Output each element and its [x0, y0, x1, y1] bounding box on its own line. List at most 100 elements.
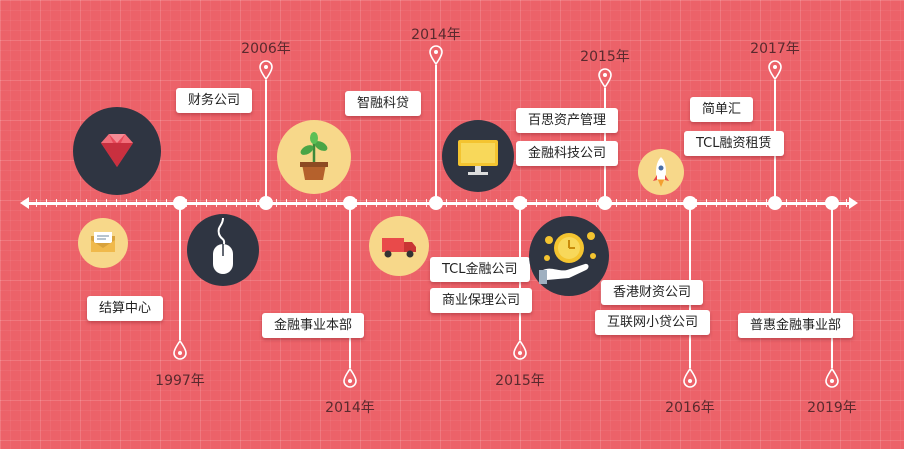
event-2014a: 金融事业本部 — [262, 313, 365, 338]
axis-tick — [716, 199, 717, 207]
event-2017b: TCL融资租赁 — [684, 131, 784, 156]
pin-2015a — [513, 340, 527, 360]
year-2014-bottom: 2014年 — [325, 400, 375, 416]
axis-tick — [616, 199, 617, 207]
axis-tick — [386, 199, 387, 207]
axis-tick — [816, 199, 817, 207]
axis-tick — [736, 199, 737, 207]
axis-tick — [586, 199, 587, 207]
event-2016b: 互联网小贷公司 — [595, 310, 711, 335]
axis-tick — [556, 199, 557, 207]
stem-2014b — [435, 65, 437, 203]
axis-tick — [566, 199, 567, 207]
event-2019: 普惠金融事业部 — [738, 313, 854, 338]
axis-tick — [636, 199, 637, 207]
axis-tick — [116, 199, 117, 207]
stem-2014a — [349, 203, 351, 368]
axis-tick — [756, 199, 757, 207]
year-2015-bottom: 2015年 — [495, 373, 545, 389]
stem-1997 — [179, 203, 181, 340]
axis-tick — [296, 199, 297, 207]
axis-tick — [506, 199, 507, 207]
axis-tick — [146, 199, 147, 207]
axis-tick — [126, 199, 127, 207]
event-2015a-1: TCL金融公司 — [430, 257, 530, 282]
axis-tick — [216, 199, 217, 207]
axis-tick — [656, 199, 657, 207]
event-2017a: 简单汇 — [690, 97, 754, 122]
axis-tick — [276, 199, 277, 207]
gem-icon — [73, 107, 161, 195]
axis-tick — [256, 199, 257, 207]
axis-tick — [286, 199, 287, 207]
axis-tick — [676, 199, 677, 207]
mouse-icon — [187, 214, 259, 286]
axis-tick — [766, 199, 767, 207]
axis-tick — [236, 199, 237, 207]
pin-2014a — [343, 368, 357, 388]
axis-tick — [206, 199, 207, 207]
year-2017: 2017年 — [750, 41, 800, 57]
axis-tick — [326, 199, 327, 207]
axis-tick — [406, 199, 407, 207]
pin-2015b — [598, 68, 612, 88]
axis-tick — [746, 199, 747, 207]
node-2006 — [259, 196, 273, 210]
node-2015b — [598, 196, 612, 210]
axis-tick — [626, 199, 627, 207]
axis-tick — [336, 199, 337, 207]
axis-tick — [86, 199, 87, 207]
axis-tick — [96, 199, 97, 207]
year-2014-top: 2014年 — [411, 27, 461, 43]
year-2015-top: 2015年 — [580, 49, 630, 65]
axis-tick — [366, 199, 367, 207]
axis-tick — [166, 199, 167, 207]
axis-tick — [46, 199, 47, 207]
event-1997: 结算中心 — [87, 296, 164, 321]
pin-2017 — [768, 60, 782, 80]
axis-tick — [726, 199, 727, 207]
event-2016a: 香港财资公司 — [601, 280, 704, 305]
axis-tick — [456, 199, 457, 207]
year-1997: 1997年 — [155, 373, 205, 389]
axis-tick — [466, 199, 467, 207]
stem-2006 — [265, 80, 267, 203]
axis-tick — [316, 199, 317, 207]
axis-tick — [246, 199, 247, 207]
axis-tick — [36, 199, 37, 207]
axis-tick — [576, 199, 577, 207]
axis-tick — [76, 199, 77, 207]
axis-tick — [796, 199, 797, 207]
axis-tick — [226, 199, 227, 207]
axis-tick — [846, 199, 847, 207]
stem-2019 — [831, 203, 833, 368]
pin-2014b — [429, 45, 443, 65]
axis-tick — [156, 199, 157, 207]
axis-tick — [476, 199, 477, 207]
axis-tick — [546, 199, 547, 207]
pin-1997 — [173, 340, 187, 360]
axis-tick — [196, 199, 197, 207]
envelope-icon — [78, 218, 128, 268]
axis-tick — [66, 199, 67, 207]
axis-tick — [496, 199, 497, 207]
node-2014b — [429, 196, 443, 210]
pin-2016 — [683, 368, 697, 388]
pin-2019 — [825, 368, 839, 388]
event-2015b-2: 金融科技公司 — [516, 141, 619, 166]
plant-icon — [277, 120, 351, 194]
axis-tick — [56, 199, 57, 207]
axis-left-arrow — [20, 197, 29, 209]
axis-tick — [446, 199, 447, 207]
rocket-icon — [638, 149, 684, 195]
year-2006: 2006年 — [241, 41, 291, 57]
event-2015a-2: 商业保理公司 — [430, 288, 533, 313]
axis-tick — [786, 199, 787, 207]
axis-right-arrow — [849, 197, 858, 209]
year-2016: 2016年 — [665, 400, 715, 416]
pin-2006 — [259, 60, 273, 80]
monitor-icon — [442, 120, 514, 192]
axis-tick — [426, 199, 427, 207]
axis-tick — [806, 199, 807, 207]
